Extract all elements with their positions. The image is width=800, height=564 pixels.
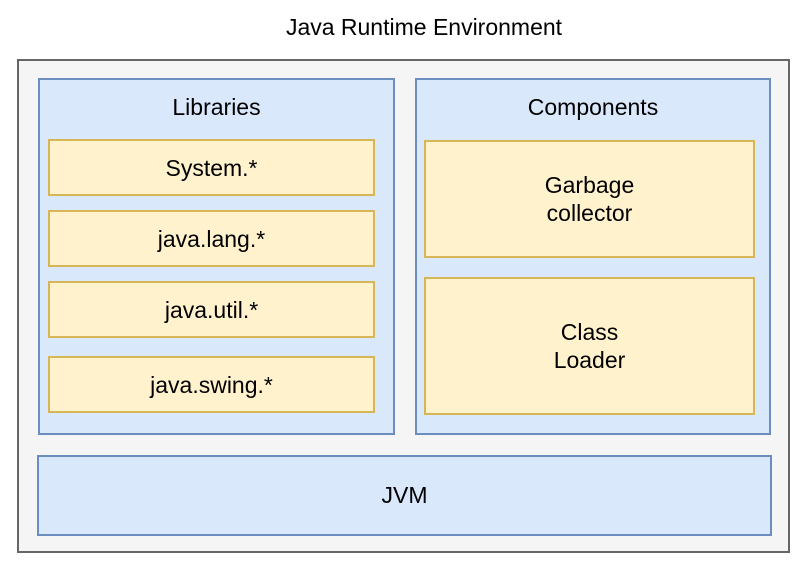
component-box-garbage-collector: Garbage collector <box>424 140 755 258</box>
diagram-title: Java Runtime Environment <box>285 14 563 40</box>
components-header: Components <box>527 93 659 120</box>
libraries-panel: Libraries System.* java.lang.* java.util… <box>38 78 395 435</box>
library-box-java-util: java.util.* <box>48 281 375 338</box>
library-box-java-swing: java.swing.* <box>48 356 375 413</box>
jvm-label: JVM <box>381 482 428 508</box>
components-panel: Components Garbage collector Class Loade… <box>415 78 771 435</box>
garbage-collector-line1: Garbage <box>544 172 635 198</box>
jvm-panel: JVM <box>37 455 772 536</box>
class-loader-line2: Loader <box>553 347 626 373</box>
library-box-system: System.* <box>48 139 375 196</box>
class-loader-line1: Class <box>560 319 619 345</box>
garbage-collector-line2: collector <box>546 200 633 226</box>
library-box-java-lang: java.lang.* <box>48 210 375 267</box>
jre-container: Libraries System.* java.lang.* java.util… <box>17 59 790 553</box>
libraries-header: Libraries <box>172 93 261 120</box>
component-box-class-loader: Class Loader <box>424 277 755 415</box>
